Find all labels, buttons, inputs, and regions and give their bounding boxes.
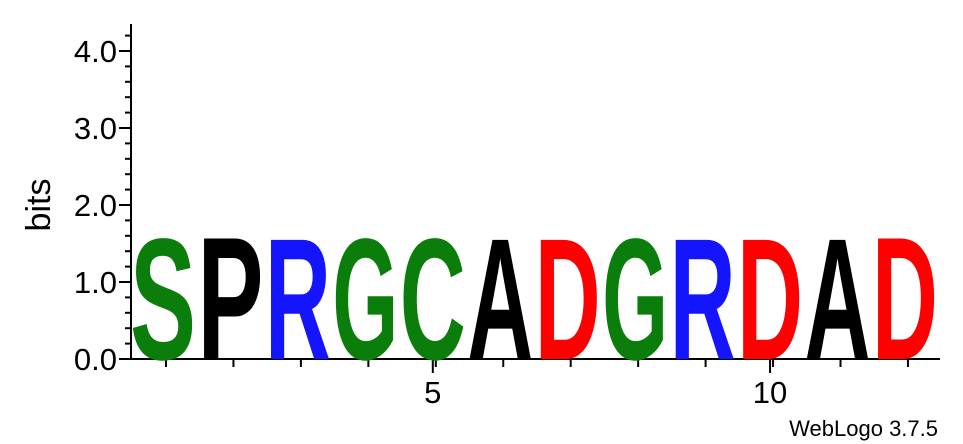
logo-letter: G bbox=[332, 203, 398, 396]
logo-letter: P bbox=[197, 201, 263, 397]
logo-letter: G bbox=[602, 203, 668, 396]
logo-letter: D bbox=[737, 204, 803, 397]
x-tick-label: 10 bbox=[753, 375, 787, 410]
logo-letter: S bbox=[130, 202, 196, 396]
logo-letter: D bbox=[872, 200, 938, 397]
y-axis: 0.0 1.0 2.0 3.0 4.0 bbox=[74, 24, 132, 377]
logo-letter: A bbox=[805, 204, 871, 397]
x-tick-label: 5 bbox=[424, 375, 441, 410]
y-tick-label: 3.0 bbox=[74, 111, 117, 146]
logo-letter: R bbox=[265, 204, 331, 397]
y-tick-label: 0.0 bbox=[74, 342, 117, 377]
logo-letter: R bbox=[670, 204, 736, 397]
logo-letter: C bbox=[400, 204, 466, 397]
y-tick-label: 2.0 bbox=[74, 188, 117, 223]
y-tick-label: 1.0 bbox=[74, 265, 117, 300]
weblogo-credit: WebLogo 3.7.5 bbox=[789, 416, 938, 441]
x-axis: 5 10 bbox=[131, 358, 940, 410]
y-tick-label: 4.0 bbox=[74, 34, 117, 69]
y-axis-label: bits bbox=[20, 179, 58, 232]
logo-letter: A bbox=[467, 204, 533, 397]
logo-letter: D bbox=[535, 204, 601, 397]
